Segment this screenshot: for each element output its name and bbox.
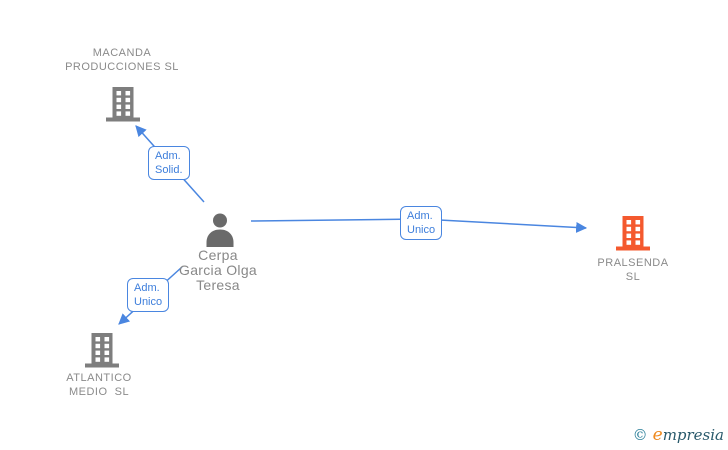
edge-person-to-pralsenda-right bbox=[420, 218, 588, 233]
person-icon[interactable] bbox=[204, 213, 236, 247]
building-icon-atlantico[interactable] bbox=[82, 330, 122, 370]
empresia-watermark: ©empresia bbox=[633, 425, 724, 445]
company-label-atlantico[interactable]: ATLANTICO MEDIO SL bbox=[66, 372, 132, 398]
company-label-pralsenda[interactable]: PRALSENDA SL bbox=[597, 257, 669, 283]
edge-label-adm-solid: Adm. Solid. bbox=[148, 146, 190, 180]
person-name[interactable]: Cerpa Garcia Olga Teresa bbox=[179, 247, 257, 293]
edge-person-to-pralsenda-left bbox=[250, 218, 422, 222]
brand-initial: e bbox=[652, 425, 663, 445]
brand-name: mpresia bbox=[662, 426, 724, 444]
edge-label-adm-unico-atlantico: Adm. Unico bbox=[127, 278, 170, 312]
edge-label-adm-unico-pralsenda: Adm. Unico bbox=[400, 206, 443, 240]
company-label-macanda[interactable]: MACANDA PRODUCCIONES SL bbox=[65, 47, 179, 73]
copyright-icon: © bbox=[632, 426, 648, 444]
building-icon-pralsenda[interactable] bbox=[613, 213, 653, 253]
building-icon-macanda[interactable] bbox=[103, 84, 143, 124]
